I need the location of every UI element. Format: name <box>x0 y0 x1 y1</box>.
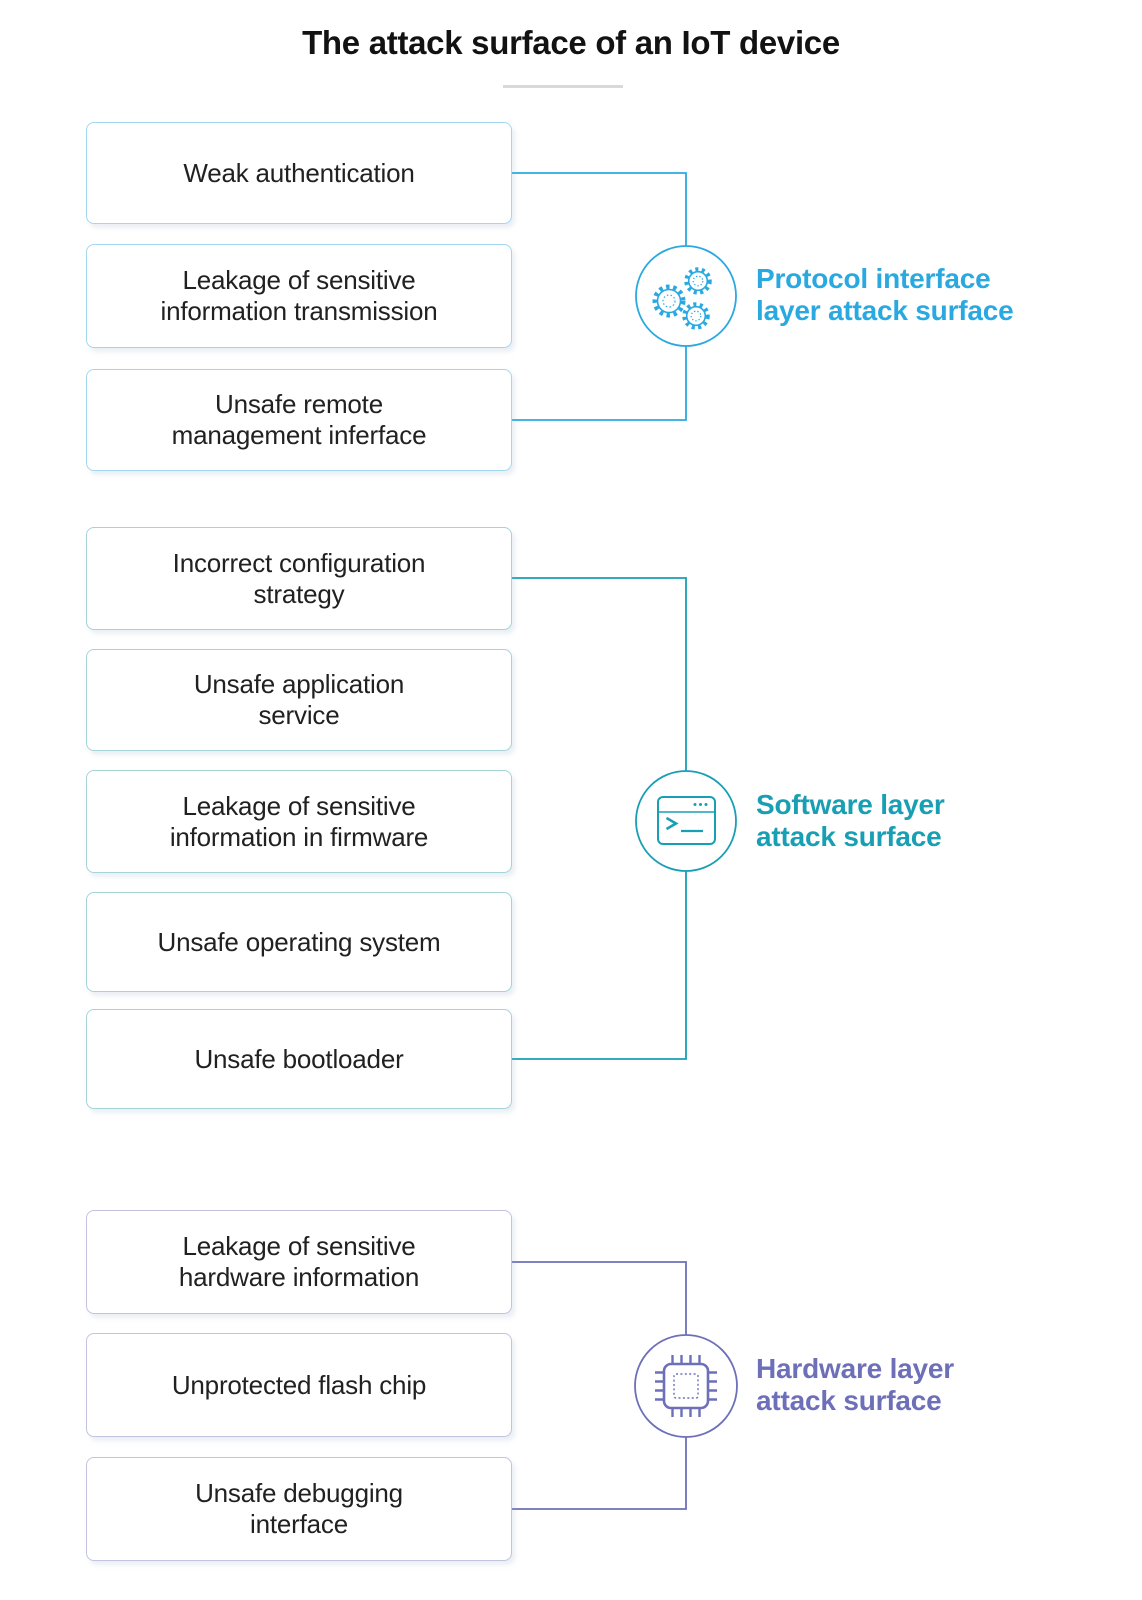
terminal-icon <box>657 796 716 845</box>
software-connector-line <box>512 577 687 1060</box>
attack-vector-box: Unprotected flash chip <box>86 1333 512 1437</box>
protocol-layer-label: Protocol interface layer attack surface <box>756 263 1014 327</box>
attack-vector-label: Unprotected flash chip <box>171 1369 427 1400</box>
attack-vector-box: Incorrect configuration strategy <box>86 527 512 630</box>
attack-vector-box: Unsafe operating system <box>86 892 512 992</box>
software-icon-circle <box>635 770 737 872</box>
attack-vector-label: Unsafe operating system <box>157 926 441 957</box>
gears-icon <box>652 267 712 330</box>
protocol-icon-circle <box>635 245 737 347</box>
protocol-connector-line <box>512 172 687 421</box>
chip-icon <box>655 1355 717 1417</box>
attack-vector-box: Weak authentication <box>86 122 512 224</box>
attack-vector-box: Leakage of sensitive hardware informatio… <box>86 1210 512 1314</box>
attack-vector-label: Leakage of sensitive hardware informatio… <box>178 1231 420 1292</box>
title-divider <box>503 85 623 88</box>
attack-vector-box: Leakage of sensitive information transmi… <box>86 244 512 348</box>
page-title: The attack surface of an IoT device <box>302 24 840 61</box>
attack-vector-label: Unsafe remote management inferface <box>171 389 427 450</box>
attack-vector-box: Unsafe debugging interface <box>86 1457 512 1561</box>
attack-vector-label: Unsafe application service <box>193 669 405 730</box>
attack-vector-label: Unsafe bootloader <box>194 1043 404 1074</box>
attack-vector-label: Leakage of sensitive information in firm… <box>169 790 429 852</box>
attack-vector-label: Unsafe debugging interface <box>195 1478 403 1539</box>
attack-vector-label: Leakage of sensitive information transmi… <box>160 265 438 326</box>
hardware-layer-label: Hardware layer attack surface <box>756 1353 954 1417</box>
hardware-icon-circle <box>634 1334 738 1438</box>
attack-vector-label: Incorrect configuration strategy <box>172 547 426 609</box>
attack-vector-label: Weak authentication <box>183 157 415 188</box>
attack-vector-box: Unsafe bootloader <box>86 1009 512 1109</box>
attack-vector-box: Leakage of sensitive information in firm… <box>86 770 512 873</box>
hardware-connector-line <box>512 1261 687 1510</box>
attack-vector-box: Unsafe remote management inferface <box>86 369 512 471</box>
attack-vector-box: Unsafe application service <box>86 649 512 751</box>
software-layer-label: Software layer attack surface <box>756 789 945 853</box>
